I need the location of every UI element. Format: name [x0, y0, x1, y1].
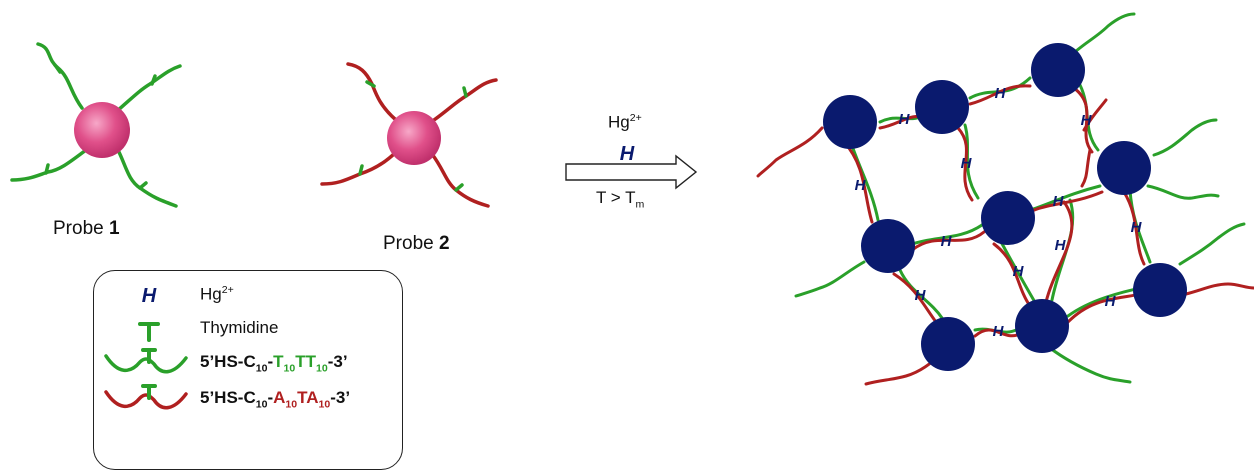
svg-text:H: H — [1055, 237, 1067, 254]
svg-text:H: H — [1013, 263, 1025, 280]
svg-text:H: H — [941, 233, 953, 250]
legend-thymidine-label: Thymidine — [200, 318, 279, 337]
legend-hg-label: Hg2+ — [200, 284, 234, 305]
svg-text:H: H — [1105, 293, 1117, 310]
probe-1-label: Probe 1 — [53, 218, 120, 240]
arrow-top-label-sup: 2+ — [629, 112, 642, 124]
probe-2 — [320, 62, 498, 208]
svg-text:H: H — [993, 323, 1005, 340]
legend-sequence-2: 5’HS-C10-A10TA10-3’ — [200, 388, 350, 410]
probe-1-label-number: 1 — [108, 218, 120, 239]
red-strand-icon — [104, 384, 188, 410]
seq1-part4: TT — [295, 352, 317, 371]
seq2-part3: A — [273, 388, 286, 407]
nanoparticle-network: H H H H H H H H H H H H H — [756, 12, 1254, 386]
probe-2-strands — [320, 62, 498, 208]
legend-hg-sup: 2+ — [221, 284, 234, 296]
legend-sequence-1: 5’HS-C10-T10TT10-3’ — [200, 352, 348, 374]
network-particles — [823, 43, 1187, 371]
probe-1-strands — [10, 42, 182, 208]
green-strand-icon — [104, 348, 188, 374]
arrow-bottom-label-base: T > T — [596, 188, 636, 207]
svg-text:H: H — [961, 155, 973, 172]
arrow-top-label: Hg2+ — [608, 112, 642, 133]
svg-text:H: H — [1081, 112, 1093, 129]
probe-2-particle — [387, 111, 441, 165]
seq1-sub3: 10 — [316, 362, 328, 375]
diagram-canvas: H — [10, 12, 1254, 410]
seq2-part4: TA — [297, 388, 319, 407]
arrow-hg-symbol-icon: H — [620, 143, 635, 165]
svg-text:H: H — [915, 287, 927, 304]
probe-1 — [10, 42, 182, 208]
legend-hg-base: Hg — [200, 284, 222, 304]
hg-symbol-icon: H — [142, 285, 157, 307]
seq1-part1: 5’HS-C — [200, 352, 256, 371]
seq1-sub1: 10 — [255, 362, 268, 375]
svg-text:H: H — [899, 111, 911, 128]
seq2-part2: - — [267, 388, 274, 407]
seq2-sub3: 10 — [318, 398, 331, 411]
svg-text:H: H — [855, 177, 867, 194]
probe-2-label-prefix: Probe — [383, 233, 439, 254]
seq1-part3: T — [273, 352, 284, 371]
seq2-part1: 5’HS-C — [200, 388, 256, 407]
network-hg-symbols: H H H H H H H H H H H H H — [855, 85, 1143, 340]
thymidine-icon — [138, 322, 160, 342]
probe-2-label: Probe 2 — [383, 233, 450, 255]
seq2-part5: -3’ — [330, 388, 351, 407]
probe-2-label-number: 2 — [438, 233, 450, 254]
reaction-arrow: H — [565, 143, 698, 190]
seq1-part5: -3’ — [327, 352, 348, 371]
network-strands — [756, 12, 1254, 386]
seq2-sub2: 10 — [285, 398, 298, 411]
svg-text:H: H — [995, 85, 1007, 102]
arrow-bottom-label-sub: m — [635, 198, 645, 211]
svg-text:H: H — [1131, 219, 1143, 236]
arrow-top-label-base: Hg — [608, 112, 630, 132]
probe-1-label-prefix: Probe — [53, 218, 109, 239]
svg-text:H: H — [1053, 193, 1065, 210]
seq1-part2: - — [267, 352, 274, 371]
seq2-sub1: 10 — [255, 398, 268, 411]
svg-text:H: H — [620, 143, 635, 165]
seq1-sub2: 10 — [283, 362, 296, 375]
probe-1-particle — [74, 102, 130, 158]
arrow-bottom-label: T > Tm — [596, 188, 644, 210]
legend-icons: H — [104, 285, 188, 410]
